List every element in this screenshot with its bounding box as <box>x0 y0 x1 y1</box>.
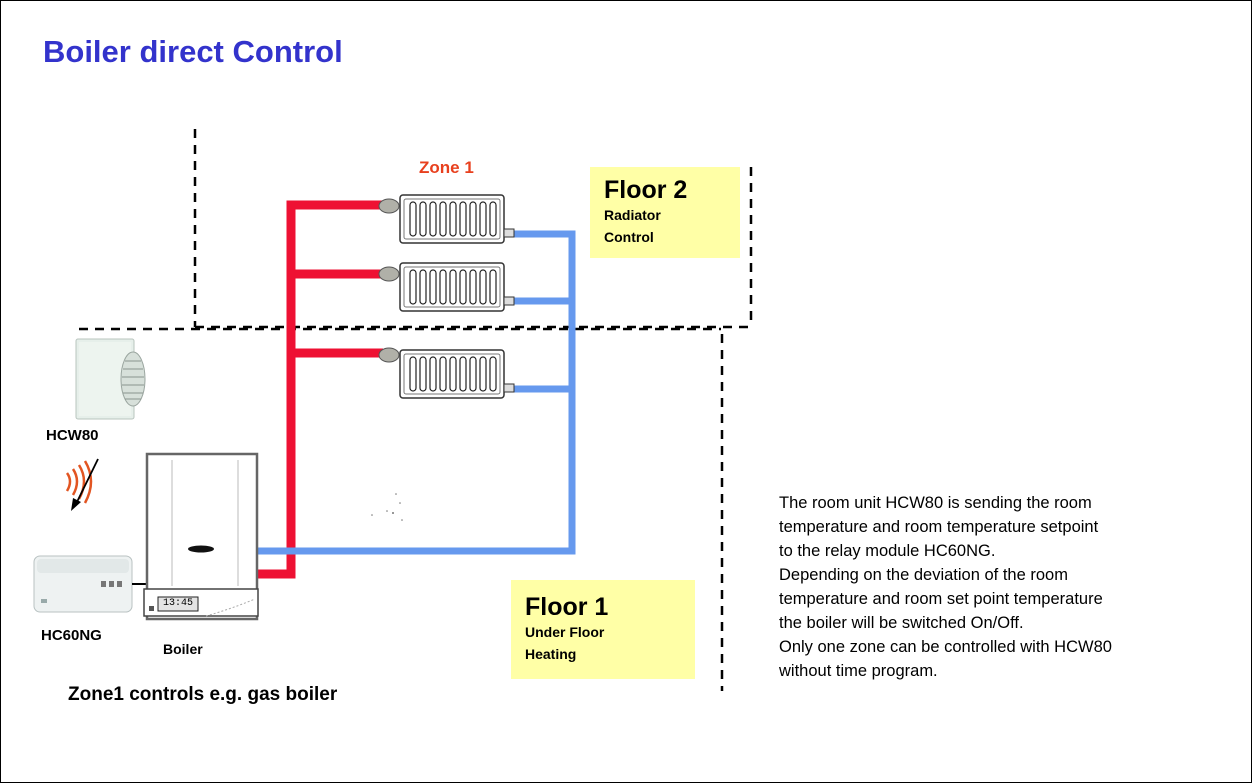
floor-divider <box>79 129 753 691</box>
return-pipe <box>256 230 576 555</box>
description-text: The room unit HCW80 is sending the room … <box>779 491 1239 683</box>
description-line: the boiler will be switched On/Off. <box>779 614 1024 632</box>
relay-module-label: HC60NG <box>41 627 102 644</box>
floor2-box: Floor 2 Radiator Control <box>590 167 740 258</box>
floor2-line1: Radiator <box>604 207 661 223</box>
boiler-label: Boiler <box>163 641 203 657</box>
radiator-icon <box>378 194 515 244</box>
floor1-line2: Heating <box>525 646 577 662</box>
description-line: The room unit HCW80 is sending the room <box>779 494 1092 512</box>
radiator-icon <box>378 347 515 399</box>
zone-label: Zone 1 <box>419 158 474 177</box>
description-line: Only one zone can be controlled with HCW… <box>779 638 1112 656</box>
description-line: temperature and room set point temperatu… <box>779 590 1103 608</box>
room-unit-label: HCW80 <box>46 427 99 444</box>
description-line: without time program. <box>779 662 938 680</box>
supply-pipe <box>256 200 383 579</box>
relay-module-icon <box>33 555 133 613</box>
floor1-box: Floor 1 Under Floor Heating <box>511 580 695 679</box>
floor1-line1: Under Floor <box>525 624 605 640</box>
floor2-title: Floor 2 <box>604 176 688 204</box>
boiler-icon <box>143 452 259 621</box>
radiator-icon <box>378 262 515 312</box>
room-unit-icon <box>75 338 146 420</box>
floor1-title: Floor 1 <box>525 593 609 621</box>
floor2-line2: Control <box>604 229 654 245</box>
wireless-signal-icon <box>65 458 99 511</box>
description-line: temperature and room temperature setpoin… <box>779 518 1099 536</box>
description-line: to the relay module HC60NG. <box>779 542 996 560</box>
noise-dots <box>371 493 403 521</box>
slide-title: Boiler direct Control <box>43 34 343 69</box>
zone-controls-caption: Zone1 controls e.g. gas boiler <box>68 684 338 705</box>
description-line: Depending on the deviation of the room <box>779 566 1068 584</box>
boiler-display: 13:45 <box>162 598 193 609</box>
